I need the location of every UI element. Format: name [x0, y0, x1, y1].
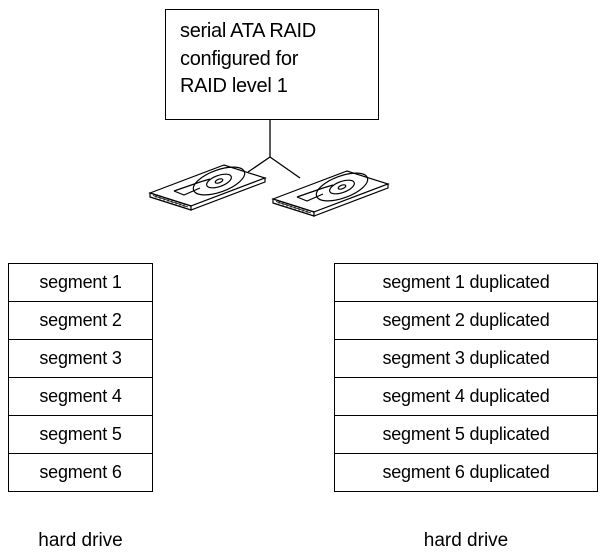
controller-line-2: configured for: [180, 47, 299, 70]
right-segment-cell: segment 4 duplicated: [334, 377, 598, 416]
left-segment-cell: segment 6: [8, 453, 153, 492]
left-segment-cell: segment 3: [8, 339, 153, 378]
left-segment-cell: segment 1: [8, 263, 153, 302]
controller-line-1: serial ATA RAID: [180, 20, 316, 42]
right-segment-cell: segment 5 duplicated: [334, 415, 598, 454]
left-segment-cell: segment 4: [8, 377, 153, 416]
left-drive-segment-table: segment 1 segment 2 segment 3 segment 4 …: [8, 263, 153, 492]
hard-drive-icon: [148, 164, 267, 211]
hard-drive-icon: [271, 170, 390, 217]
left-segment-cell: segment 2: [8, 301, 153, 340]
right-segment-cell: segment 2 duplicated: [334, 301, 598, 340]
right-segment-cell: segment 3 duplicated: [334, 339, 598, 378]
raid-controller-box: serial ATA RAID configured for RAID leve…: [165, 9, 379, 120]
left-drive-label: hard drive: [38, 530, 123, 551]
right-segment-cell: segment 1 duplicated: [334, 263, 598, 302]
right-drive-segment-table: segment 1 duplicated segment 2 duplicate…: [334, 263, 598, 492]
right-drive-label: hard drive: [423, 530, 509, 551]
left-segment-cell: segment 5: [8, 415, 153, 454]
connector-lines: [247, 120, 301, 179]
right-segment-cell: segment 6 duplicated: [334, 453, 598, 492]
controller-line-3: RAID level 1: [180, 75, 288, 97]
